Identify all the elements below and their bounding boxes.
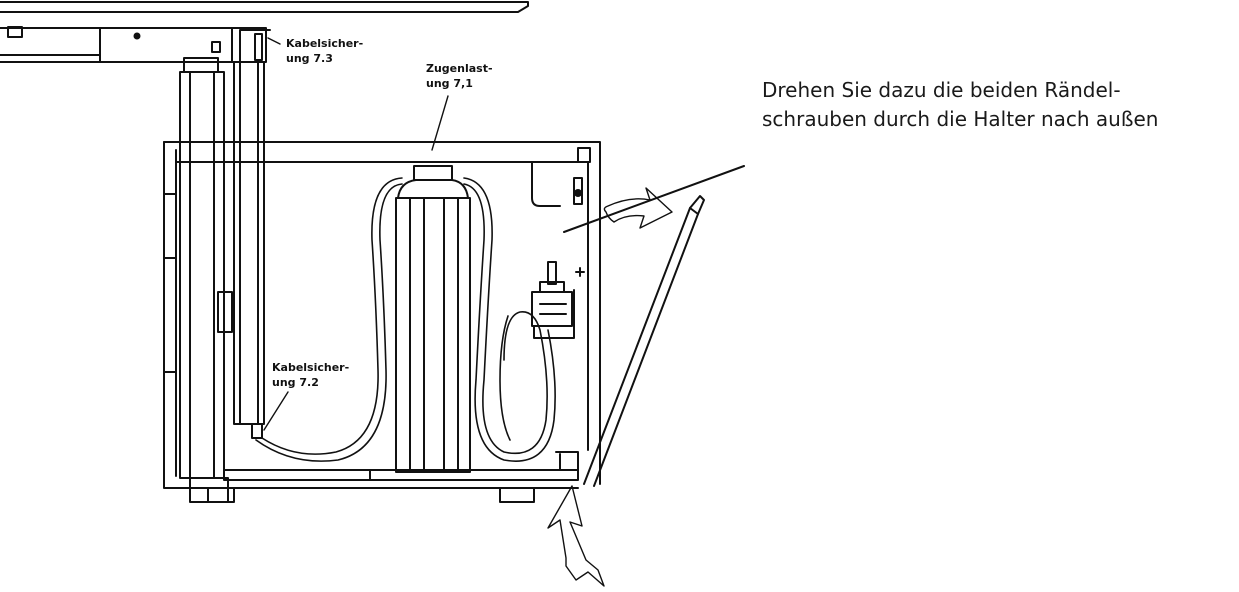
cable-loop xyxy=(255,177,556,462)
cable-duct xyxy=(233,61,265,439)
instruction-line-1: Drehen Sie dazu die beiden Rändel- xyxy=(762,78,1121,102)
svg-text:Zugenlast-: Zugenlast- xyxy=(426,62,493,75)
instruction-line-2: schrauben durch die Halter nach außen xyxy=(762,107,1159,131)
motor-housing xyxy=(99,27,267,63)
svg-text:ung 7,1: ung 7,1 xyxy=(426,77,473,90)
outward-arrow xyxy=(603,187,673,229)
cabinet-feet xyxy=(207,487,535,503)
instruction-text: Drehen Sie dazu die beiden Rändel- schra… xyxy=(762,76,1232,134)
center-lifting-column xyxy=(395,165,471,473)
left-lifting-column xyxy=(179,57,233,503)
upward-arrow xyxy=(547,485,605,587)
label-cable-7-3: Kabelsicher- ung 7.3 xyxy=(286,37,363,65)
svg-text:Kabelsicher-: Kabelsicher- xyxy=(272,361,349,374)
leader-lines xyxy=(263,37,745,431)
label-strain-7-1: Zugenlast- ung 7,1 xyxy=(426,62,493,90)
cabinet-body xyxy=(163,141,601,489)
knurled-screw-bracket xyxy=(531,261,585,471)
svg-text:Kabelsicher-: Kabelsicher- xyxy=(286,37,363,50)
swing-panel xyxy=(583,195,705,487)
svg-text:ung 7.2: ung 7.2 xyxy=(272,376,319,389)
svg-text:ung 7.3: ung 7.3 xyxy=(286,52,333,65)
label-cable-7-2: Kabelsicher- ung 7.2 xyxy=(272,361,349,389)
desk-top-plate xyxy=(0,1,529,63)
